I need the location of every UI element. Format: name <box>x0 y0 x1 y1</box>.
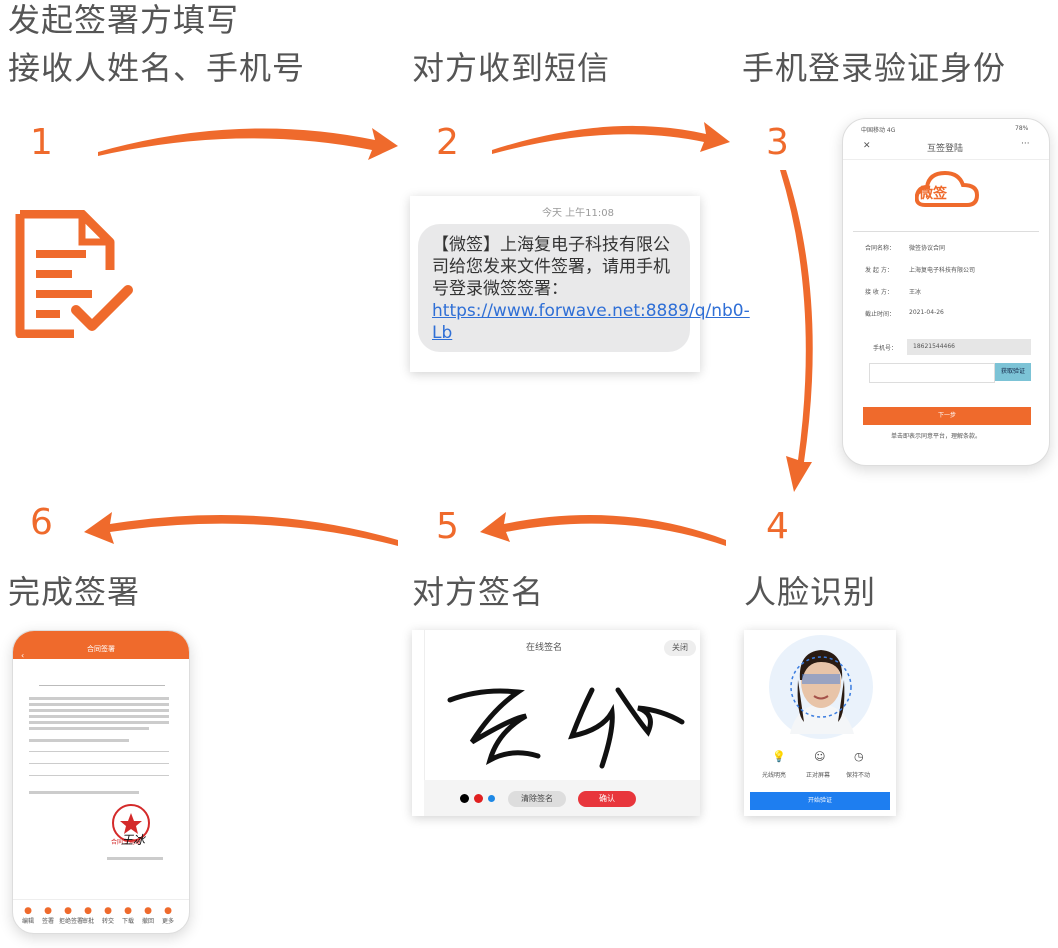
step6-title: 完成签署 <box>8 573 141 611</box>
step1-title-line2: 接收人姓名、手机号 <box>8 49 306 87</box>
login-row-label: 接 收 方： <box>865 289 893 296</box>
close-icon[interactable]: ✕ <box>863 141 871 151</box>
contract-document: 合同专用章 王冰 <box>23 667 179 897</box>
step3-number: 3 <box>766 122 789 163</box>
step2-number: 2 <box>436 122 459 163</box>
face-tip-label: 保持不动 <box>846 772 871 779</box>
phone-value: 18621544466 <box>913 343 955 350</box>
face-scan-icon <box>769 635 873 739</box>
sms-screenshot: 今天 上午11:08 【微签】上海复电子科技有限公司给您发来文件签署，请用手机号… <box>410 196 750 372</box>
step6-number: 6 <box>30 502 53 543</box>
complete-toolbar: ●编辑 ●签署 ●拒绝签署 ●审批 ●转交 ●下载 ●撤回 ●更多 <box>13 899 189 933</box>
phone-field[interactable]: 18621544466 <box>907 339 1031 355</box>
color-red-swatch[interactable] <box>474 794 483 803</box>
clear-signature-button[interactable]: 清除签名 <box>508 791 566 807</box>
back-icon[interactable]: ‹ <box>21 651 25 660</box>
signature-header: 在线签名 <box>526 643 563 653</box>
light-icon: 💡 <box>772 750 786 763</box>
toolbar-item[interactable]: ●编辑 <box>21 906 34 925</box>
step5-title: 对方签名 <box>412 573 545 611</box>
sms-time: 今天 上午11:08 <box>542 208 614 219</box>
phone-label: 手机号： <box>873 345 898 352</box>
close-signature-button[interactable]: 关闭 <box>664 640 696 656</box>
toolbar-item[interactable]: ●审批 <box>81 906 94 925</box>
toolbar-item[interactable]: ●转交 <box>101 906 114 925</box>
login-row-label: 合同名称： <box>865 245 896 252</box>
sms-body: 【微签】上海复电子科技有限公司给您发来文件签署，请用手机号登录微签签署： <box>432 235 670 299</box>
toolbar-item[interactable]: ●拒绝签署 <box>59 906 84 925</box>
arrow-3-to-4 <box>780 170 813 492</box>
login-row-label: 发 起 方： <box>865 267 893 274</box>
toolbar-item[interactable]: ●撤回 <box>141 906 154 925</box>
login-divider <box>853 231 1039 232</box>
toolbar-item[interactable]: ●下载 <box>121 906 134 925</box>
face-tip-label: 光线明亮 <box>762 772 787 779</box>
login-row-value: 2021-04-26 <box>909 309 944 316</box>
arrow-2-to-3 <box>492 122 730 154</box>
face-card: 💡 光线明亮 ☺ 正对屏幕 ◷ 保持不动 开始验证 <box>744 630 896 816</box>
login-row-label: 截止时间： <box>865 311 896 318</box>
arrow-4-to-5 <box>480 512 726 546</box>
login-status-right: 78% <box>1015 125 1029 132</box>
login-footer: 单击即表示同意平台，理解条款。 <box>891 433 982 440</box>
step4-number: 4 <box>766 506 789 547</box>
login-row-value: 上海复电子科技有限公司 <box>909 267 976 274</box>
login-header: ✕ 互签登陆 ··· <box>843 133 1049 160</box>
document-check-icon <box>15 210 133 338</box>
arrow-1-to-2 <box>98 128 398 160</box>
signed-name: 王冰 <box>121 833 146 847</box>
step1-number: 1 <box>30 122 53 163</box>
toolbar-item[interactable]: ●更多 <box>161 906 174 925</box>
arrow-5-to-6 <box>84 512 398 546</box>
step4-title: 人脸识别 <box>744 573 877 611</box>
confirm-signature-button[interactable]: 确认 <box>578 791 636 807</box>
signature-canvas[interactable] <box>442 670 692 780</box>
complete-phone: 合同签署 ‹ 合同专用章 王冰 ●编辑 ●签署 ●拒绝签署 ●审批 ●转交 ●下… <box>12 630 190 934</box>
face-icon: ☺ <box>814 750 826 763</box>
login-row-value: 微签协议合同 <box>909 245 946 252</box>
step3-title: 手机登录验证身份 <box>742 49 1007 87</box>
start-verify-button[interactable]: 开始验证 <box>750 792 890 810</box>
login-header-title: 互签登陆 <box>927 144 964 154</box>
seal-text: 合同专用章 <box>111 839 142 846</box>
step5-number: 5 <box>436 506 459 547</box>
sms-link[interactable]: https://www.forwave.net:8889/q/nb0-Lb <box>432 301 750 343</box>
signature-card: 在线签名 关闭 清除签名 确认 <box>412 630 700 816</box>
next-button[interactable]: 下一步 <box>863 407 1031 425</box>
color-blue-swatch[interactable] <box>488 795 495 802</box>
complete-header: 合同签署 <box>13 631 189 659</box>
code-input[interactable] <box>869 363 995 383</box>
login-logo-text: 微签 <box>919 186 947 202</box>
get-code-button[interactable]: 获取验证 <box>995 363 1031 381</box>
color-black-swatch[interactable] <box>460 794 469 803</box>
login-phone: 中国移动 4G 78% ✕ 互签登陆 ··· 微签 合同名称： 微签协议合同 发… <box>842 118 1050 466</box>
clock-icon: ◷ <box>854 750 864 763</box>
login-status-left: 中国移动 4G <box>861 127 896 134</box>
face-tip-label: 正对屏幕 <box>806 772 831 779</box>
step1-title-line1: 发起签署方填写 <box>8 1 240 39</box>
signature-sidebar <box>412 630 425 816</box>
toolbar-item[interactable]: ●签署 <box>41 906 54 925</box>
login-row-value: 王冰 <box>909 289 922 296</box>
sms-bubble: 【微签】上海复电子科技有限公司给您发来文件签署，请用手机号登录微签签署：http… <box>418 224 750 352</box>
step2-title: 对方收到短信 <box>412 49 611 87</box>
more-icon[interactable]: ··· <box>1021 139 1030 149</box>
company-seal-icon <box>112 804 150 842</box>
weiqian-logo-icon <box>915 170 979 207</box>
